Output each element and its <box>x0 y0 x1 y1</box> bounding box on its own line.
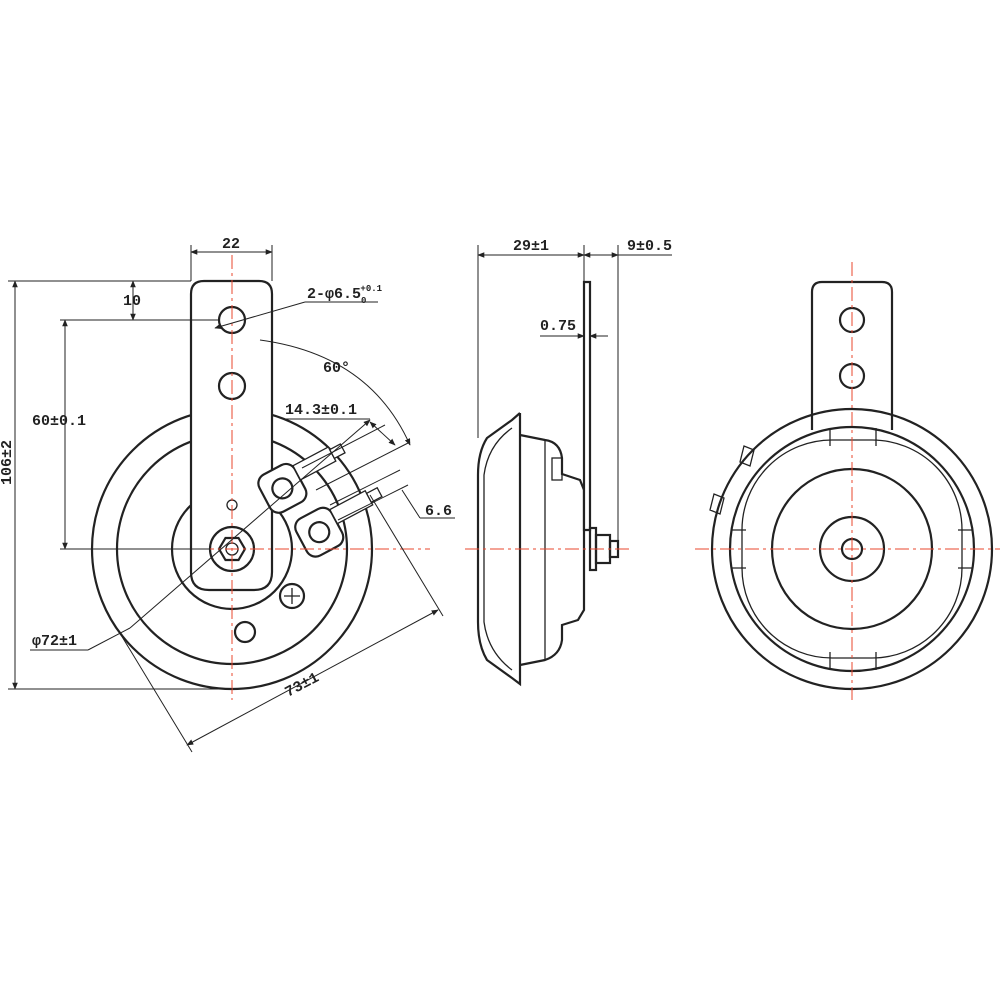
dim-bracket-thickness: 0.75 <box>540 318 576 335</box>
front-view <box>75 255 430 700</box>
front-terminal-lower-blade <box>328 489 374 525</box>
front-dimensions: 22 10 2-φ6.50 +0.1 60±0.1 106±2 60° 14.3±… <box>0 236 455 753</box>
dim-72-leader <box>87 627 131 651</box>
front-adjust-screw <box>278 582 306 610</box>
dim-6-6-ext-b <box>337 484 409 521</box>
side-dimensions: 29±1 9±0.5 0.75 <box>477 238 672 541</box>
dim-72-line <box>129 419 371 629</box>
dim-body-depth: 29±1 <box>513 238 549 255</box>
dim-hole-spacing: 60±0.1 <box>32 413 86 430</box>
front-terminal-upper-screw <box>271 477 294 500</box>
rear-body-ribs <box>732 428 972 670</box>
dim-14-3-ext-b <box>315 441 411 491</box>
dim-terminal-width: 6.6 <box>425 503 452 520</box>
dim-hole-spec: 2-φ6.50 +0.1 <box>307 284 383 306</box>
dim-6-6-ext-a <box>329 469 401 506</box>
front-terminal-upper-blade <box>292 446 337 481</box>
dim-hole-spec-sub: 0 <box>361 296 366 306</box>
side-bracket-plate <box>582 280 592 532</box>
side-rim <box>476 412 522 687</box>
dim-bracket-width: 22 <box>222 236 240 253</box>
dim-hole-leader <box>214 301 306 329</box>
dim-hole-offset: 10 <box>123 293 141 310</box>
dim-hole-spec-sup: +0.1 <box>360 284 382 294</box>
dim-73-line <box>186 609 439 746</box>
side-terminal <box>551 457 563 481</box>
dim-stud-length: 9±0.5 <box>627 238 672 255</box>
front-lower-hole <box>233 620 257 644</box>
dim-73-ext-b <box>369 494 444 617</box>
dim-outer-diameter: 73±1 <box>282 669 322 701</box>
front-adjust-screw-slot <box>284 588 300 604</box>
rear-terminal-tabs <box>709 445 755 515</box>
side-view <box>465 280 630 687</box>
dim-6-6-leader <box>401 489 421 519</box>
dim-inner-diameter: φ72±1 <box>32 633 77 650</box>
dim-angle-arc <box>259 339 411 446</box>
front-terminals <box>257 443 383 558</box>
dim-angle: 60° <box>323 360 350 377</box>
front-terminal-lower-tab <box>365 486 383 504</box>
side-body <box>519 433 586 667</box>
dim-terminal-spacing: 14.3±0.1 <box>285 402 357 419</box>
dim-14-3-line <box>369 421 396 446</box>
dim-hole-spec-main: 2-φ6.5 <box>307 286 361 303</box>
front-terminal-lower-screw <box>308 521 331 544</box>
dim-overall-height: 106±2 <box>0 440 16 485</box>
dim-73-ext-a <box>117 629 193 753</box>
rear-view <box>695 262 1000 700</box>
